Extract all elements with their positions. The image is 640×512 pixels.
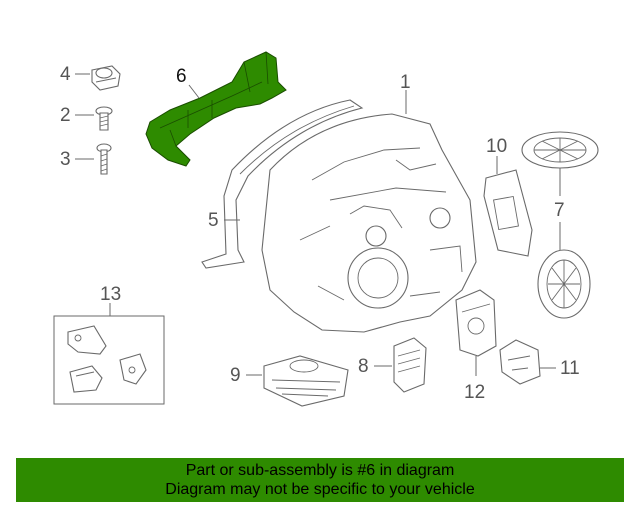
- part-10-module: [483, 169, 533, 257]
- callout-5: 5: [208, 210, 219, 231]
- part-13-bracket-c: [119, 353, 147, 385]
- callout-10: 10: [486, 136, 507, 157]
- part-13-bracket-a: [67, 325, 107, 355]
- callout-3: 3: [60, 149, 71, 170]
- parts-diagram: 4 2 3 6 5 1 10: [53, 51, 599, 407]
- part-8-control-unit: [393, 337, 427, 393]
- part-11-cap: [499, 339, 541, 385]
- part-3-bolt: [96, 143, 112, 175]
- callout-13: 13: [100, 284, 121, 305]
- part-6-bracket: [145, 51, 287, 167]
- leader-6: [188, 84, 200, 99]
- part-9-led-driver: [263, 355, 349, 407]
- part-1-headlamp-assembly: [261, 113, 477, 333]
- banner-line-2: Diagram may not be specific to your vehi…: [165, 481, 475, 498]
- callout-7: 7: [554, 200, 565, 221]
- info-banner: Part or sub-assembly is #6 in diagram Di…: [16, 458, 624, 502]
- banner-line-1: Part or sub-assembly is #6 in diagram: [185, 462, 455, 479]
- part-7-cover-bottom: [537, 249, 591, 319]
- part-12-motor: [455, 289, 497, 357]
- part-2-screw: [95, 106, 113, 131]
- part-13-kit-box: [53, 315, 165, 405]
- callout-6: 6: [176, 66, 187, 87]
- callout-4: 4: [60, 64, 71, 85]
- part-13-bracket-b: [69, 365, 103, 393]
- callout-11: 11: [560, 358, 580, 379]
- callout-2: 2: [60, 105, 71, 126]
- part-4-grommet: [91, 65, 121, 91]
- part-5-seal: [201, 99, 364, 269]
- callout-12: 12: [464, 382, 485, 403]
- callout-1: 1: [400, 72, 411, 93]
- callout-9: 9: [230, 365, 241, 386]
- callout-8: 8: [358, 356, 369, 377]
- part-7-cover-top: [521, 131, 599, 169]
